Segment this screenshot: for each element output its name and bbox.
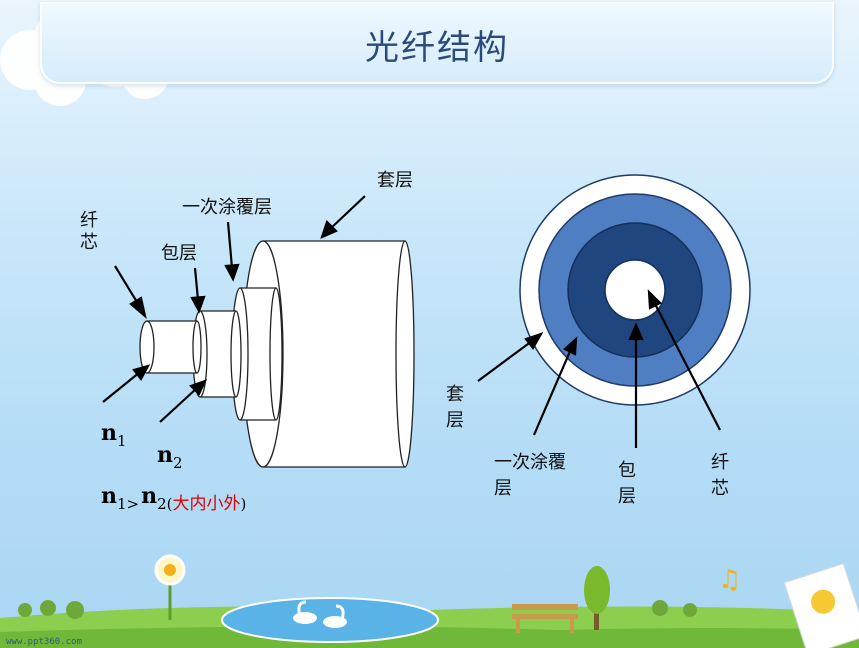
label-cross-core-line1: 纤 xyxy=(711,452,729,473)
label-n1: n1 xyxy=(101,420,127,450)
flower-icon xyxy=(154,554,186,620)
arrow-cross-coating xyxy=(532,336,578,436)
page-title: 光纤结构 xyxy=(365,28,509,68)
label-cross-core: 纤 芯 xyxy=(711,452,735,499)
label-side-core-line2: 芯 xyxy=(80,232,98,253)
music-note-icon: ♫ xyxy=(718,565,741,595)
side-view-arrows xyxy=(102,195,366,423)
label-side-coating: 一次涂覆层 xyxy=(182,197,272,218)
tree-icon xyxy=(584,566,610,630)
arrow-core xyxy=(114,265,147,319)
footer-site-url: www.ppt360.com xyxy=(6,637,82,647)
refractive-index-relation: n1>n2(大内小外) xyxy=(101,483,246,514)
relation-note: 大内小外 xyxy=(173,494,241,514)
cross-section-arrows xyxy=(477,289,721,448)
label-cross-coating: 一次涂覆 层 xyxy=(494,452,572,499)
arrow-cross-jacket xyxy=(477,332,544,382)
arrow-cross-cladding xyxy=(628,322,644,448)
label-cross-core-line2: 芯 xyxy=(711,478,729,499)
arrow-cladding xyxy=(190,267,206,314)
label-cross-jacket-line2: 层 xyxy=(446,410,464,431)
arrow-n1 xyxy=(102,364,151,403)
label-cross-jacket-line1: 套 xyxy=(446,384,464,405)
arrow-cross-core xyxy=(647,289,721,431)
label-cross-cladding-line1: 包 xyxy=(618,460,636,481)
label-cross-coating-line1: 一次涂覆 xyxy=(494,452,566,473)
label-side-jacket: 套层 xyxy=(377,170,413,191)
label-cross-coating-line2: 层 xyxy=(494,478,512,499)
core-cylinder xyxy=(139,320,202,374)
label-cross-jacket: 套 层 xyxy=(446,384,470,431)
label-side-core: 纤 芯 xyxy=(80,210,104,253)
fiber-cross-section xyxy=(519,174,751,406)
label-cross-cladding-line2: 层 xyxy=(618,486,636,507)
arrow-jacket xyxy=(320,195,366,239)
label-side-cladding: 包层 xyxy=(161,243,197,264)
title-banner: 光纤结构 xyxy=(40,2,834,84)
arrow-n2 xyxy=(159,379,208,423)
bottom-scenery-decoration: ♫ xyxy=(0,554,859,648)
swans xyxy=(293,600,347,628)
label-side-core-line1: 纤 xyxy=(80,210,98,231)
bench-icon xyxy=(512,604,578,633)
fiber-side-view xyxy=(139,240,415,468)
small-trees xyxy=(18,600,697,619)
sun-card-icon xyxy=(783,562,859,648)
label-n2: n2 xyxy=(157,442,183,472)
label-cross-cladding: 包 层 xyxy=(618,460,642,507)
arrow-coating xyxy=(224,221,240,282)
cross-core xyxy=(604,259,666,321)
